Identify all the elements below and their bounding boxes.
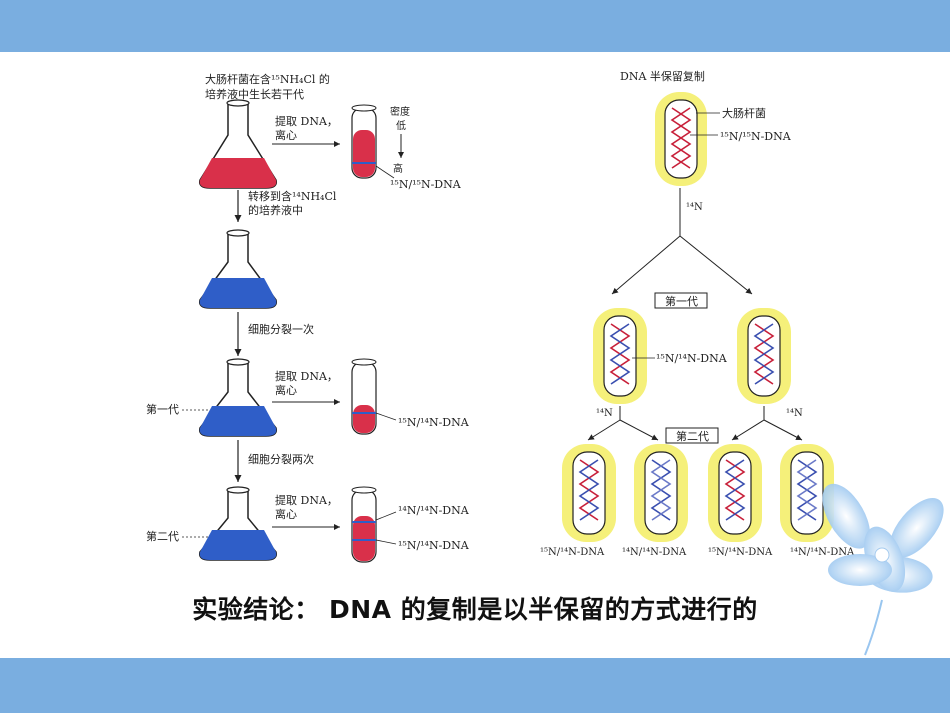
conclusion-text: 实验结论： DNA 的复制是以半保留的方式进行的 bbox=[192, 595, 758, 624]
branch-right bbox=[679, 235, 753, 295]
gen2-cell-3 bbox=[708, 444, 762, 542]
branch-left-a bbox=[587, 419, 621, 441]
n14-top: ¹⁴N bbox=[686, 202, 703, 213]
bottom-banner bbox=[0, 658, 950, 713]
gen2-box-label: 第二代 bbox=[676, 429, 709, 443]
band3a-label: ¹⁴N/¹⁴N-DNA bbox=[398, 504, 470, 517]
band2-label: ¹⁵N/¹⁴N-DNA bbox=[398, 416, 470, 429]
density-label: 密度 bbox=[390, 105, 410, 118]
transfer-line2: 的培养液中 bbox=[248, 203, 303, 217]
extract2-line1: 提取 DNA， bbox=[275, 370, 338, 383]
n14-left: ¹⁴N bbox=[596, 408, 613, 419]
branch-left-b bbox=[619, 419, 659, 441]
band1-label: ¹⁵N/¹⁵N-DNA bbox=[390, 178, 462, 191]
divide-once-label: 细胞分裂一次 bbox=[248, 322, 314, 336]
gen1-box bbox=[654, 292, 708, 309]
gen1-label-left: 第一代 bbox=[146, 402, 179, 416]
top-banner bbox=[0, 0, 950, 52]
gen2-label-2: ¹⁴N/¹⁴N-DNA bbox=[622, 547, 687, 558]
n14-right: ¹⁴N bbox=[786, 408, 803, 419]
band3b-leader bbox=[375, 539, 397, 545]
flask-gen2 bbox=[198, 486, 278, 561]
gen1-box-label: 第一代 bbox=[665, 294, 698, 308]
transfer-line1: 转移到含¹⁴NH₄Cl bbox=[248, 189, 337, 203]
extract3-line1: 提取 DNA， bbox=[275, 494, 338, 507]
extract1-line2: 离心 bbox=[275, 128, 297, 142]
slide-panel bbox=[0, 52, 950, 658]
gen2-cell-2 bbox=[634, 444, 688, 542]
tube-2 bbox=[351, 358, 377, 435]
ecoli-label: 大肠杆菌 bbox=[722, 106, 766, 120]
gen1-dna-label: ¹⁵N/¹⁴N-DNA bbox=[656, 352, 728, 365]
band2-leader bbox=[375, 412, 397, 421]
flask-15n bbox=[198, 99, 278, 189]
band1-leader bbox=[375, 165, 395, 179]
band3a-leader bbox=[375, 511, 397, 521]
branch-right-b bbox=[763, 419, 803, 441]
branch-right-a bbox=[731, 419, 765, 441]
right-title: DNA 半保留复制 bbox=[620, 69, 705, 83]
flask-14n bbox=[198, 229, 278, 309]
gen2-label-3: ¹⁵N/¹⁴N-DNA bbox=[708, 547, 773, 558]
gen2-cell-4 bbox=[780, 444, 834, 542]
extract3-line2: 离心 bbox=[275, 507, 297, 521]
gen1-cell-left bbox=[593, 308, 647, 404]
gen2-label-left: 第二代 bbox=[146, 529, 179, 543]
tube-3 bbox=[351, 486, 377, 563]
density-low: 低 bbox=[396, 119, 406, 132]
gen2-cell-1 bbox=[562, 444, 616, 542]
extract2-line2: 离心 bbox=[275, 383, 297, 397]
left-title-line2: 培养液中生长若干代 bbox=[205, 87, 304, 101]
parent-cell bbox=[655, 92, 707, 186]
gen2-box bbox=[665, 427, 719, 444]
parent-dna-label: ¹⁵N/¹⁵N-DNA bbox=[720, 130, 792, 143]
left-title-line1: 大肠杆菌在含¹⁵NH₄Cl 的 bbox=[205, 72, 330, 86]
extract1-line1: 提取 DNA， bbox=[275, 115, 338, 128]
flask-gen1 bbox=[198, 358, 278, 437]
divide-twice-label: 细胞分裂两次 bbox=[248, 452, 314, 466]
gen1-cell-right bbox=[737, 308, 791, 404]
branch-left bbox=[611, 235, 681, 295]
flower-decoration bbox=[822, 483, 944, 656]
gen2-label-4: ¹⁴N/¹⁴N-DNA bbox=[790, 547, 855, 558]
band3b-label: ¹⁵N/¹⁴N-DNA bbox=[398, 539, 470, 552]
tube-1 bbox=[351, 104, 377, 179]
density-high: 高 bbox=[393, 162, 403, 175]
gen2-label-1: ¹⁵N/¹⁴N-DNA bbox=[540, 547, 605, 558]
